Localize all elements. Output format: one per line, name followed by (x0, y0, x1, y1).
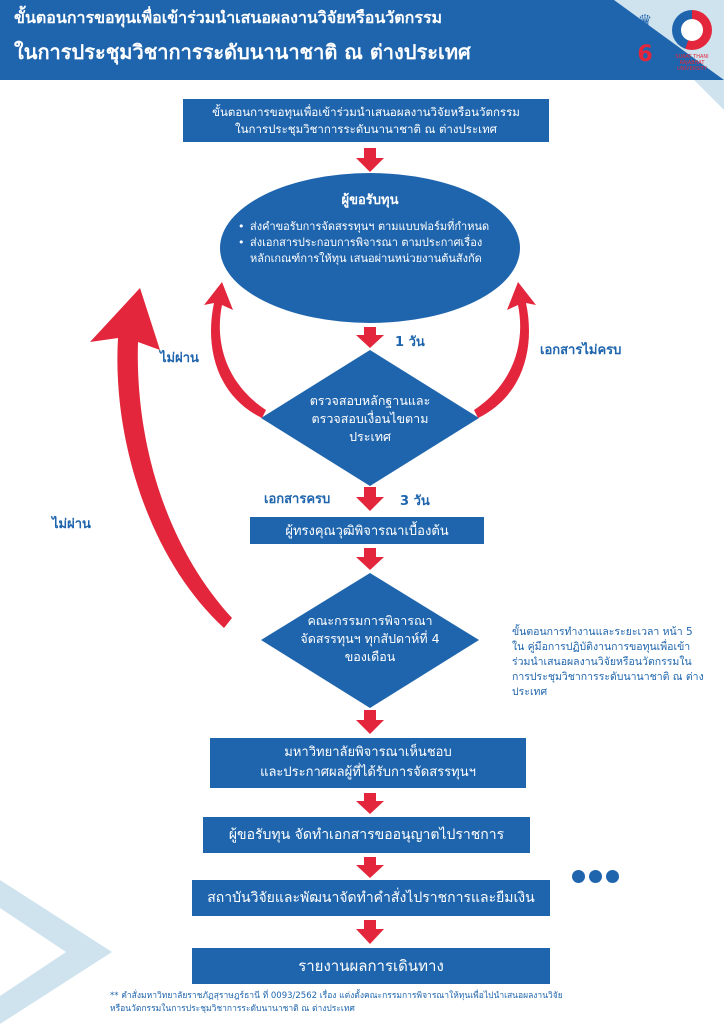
corner-decoration-top-right (694, 80, 724, 110)
university-ring-logo: SURAT THANI RAJABHAT UNIVERSITY (668, 10, 716, 74)
down-arrow-1 (356, 148, 384, 172)
applicant-list: ส่งคำขอรับการจัดสรรทุนฯ ตามแบบฟอร์มที่กำ… (236, 219, 516, 267)
manual-reference-note: ขั้นตอนการทำงานและระยะเวลา หน้า 5 ใน คู่… (512, 625, 717, 700)
step-expert-review: ผู้ทรงคุณวุฒิพิจารณาเบื้องต้น (250, 517, 484, 544)
committee-line-1: คณะกรรมการพิจารณา (307, 613, 433, 628)
label-fail-inner: ไม่ผ่าน (160, 351, 199, 366)
down-arrow-6 (356, 793, 384, 814)
expert-label: ผู้ทรงคุณวุฒิพิจารณาเบื้องต้น (285, 524, 449, 539)
down-arrow-2 (356, 327, 384, 348)
header-banner: ขั้นตอนการขอทุนเพื่อเข้าร่วมนำเสนอผลงานว… (0, 0, 724, 80)
permission-label: ผู้ขอรับทุน จัดทำเอกสารขออนุญาตไปราชการ (228, 827, 505, 843)
check-diamond (261, 350, 479, 486)
ring-icon (672, 10, 712, 50)
university-line-2: และประกาศผลผู้ที่ได้รับการจัดสรรทุนฯ (260, 765, 476, 780)
step1-line-1: ขั้นตอนการขอทุนเพื่อเข้าร่วมนำเสนอผลงานว… (212, 104, 520, 119)
down-arrow-8 (356, 920, 384, 944)
note-line-3: ร่วมนำเสนอผลงานวิจัยหรือนวัตกรรมใน (512, 656, 692, 668)
note-line-5: ประเทศ (512, 686, 548, 698)
step-application-process: ขั้นตอนการขอทุนเพื่อเข้าร่วมนำเสนอผลงานว… (183, 99, 549, 142)
curved-arrow-fail-inner (204, 282, 266, 418)
applicant-item-2: ส่งเอกสารประกอบการพิจารณา ตามประกาศเรื่อ… (236, 235, 516, 251)
committee-diamond (261, 573, 479, 708)
applicant-item-3: หลักเกณฑ์การให้ทุน เสนอผ่านหน่วยงานต้นสั… (250, 252, 482, 265)
applicant-ellipse: ผู้ขอรับทุน ส่งคำขอรับการจัดสรรทุนฯ ตามแ… (220, 173, 520, 323)
curved-arrow-docs-incomplete (474, 282, 536, 418)
step-university-approval: มหาวิทยาลัยพิจารณาเห็นชอบ และประกาศผลผู้… (210, 738, 526, 788)
down-arrow-3 (356, 487, 384, 511)
university-emblem-logo: ♛ มรส. 6 (628, 12, 662, 70)
committee-diamond-text: คณะกรรมการพิจารณา จัดสรรทุนฯ ทุกสัปดาห์ท… (285, 612, 455, 666)
curved-arrow-fail-outer (90, 288, 232, 628)
logo-left-number: 6 (637, 42, 653, 67)
applicant-title: ผู้ขอรับทุน (341, 193, 399, 208)
check-line-2: ตรวจสอบเงื่อนไขตาม (311, 411, 429, 426)
footnote-line-2: หรือนวัตกรรมในการประชุมวิชาการระดับนานาช… (110, 1004, 355, 1014)
dot-3 (606, 870, 619, 883)
committee-line-2: จัดสรรทุนฯ ทุกสัปดาห์ที่ 4 (300, 631, 440, 646)
logos: ♛ มรส. 6 SURAT THANI RAJABHAT UNIVERSITY (622, 10, 718, 74)
footnote-line-1: ** คำสั่งมหาวิทยาลัยราชภัฏสุราษฎร์ธานี ท… (110, 991, 563, 1001)
institute-label: สถาบันวิจัยและพัฒนาจัดทำคำสั่งไปราชการแล… (207, 890, 535, 906)
check-line-1: ตรวจสอบหลักฐานและ (309, 393, 431, 408)
logo-right-caption: SURAT THANI RAJABHAT UNIVERSITY (675, 54, 709, 72)
check-diamond-text: ตรวจสอบหลักฐานและ ตรวจสอบเงื่อนไขตาม ประ… (290, 392, 450, 446)
note-line-2: ใน คู่มือการปฏิบัติงานการขอทุนเพื่อเข้า (512, 641, 691, 653)
label-three-days: 3 วัน (400, 494, 430, 509)
page-title-line-1: ขั้นตอนการขอทุนเพื่อเข้าร่วมนำเสนอผลงานว… (14, 8, 443, 27)
label-fail-outer: ไม่ผ่าน (52, 517, 91, 532)
dot-1 (572, 870, 585, 883)
applicant-item-1: ส่งคำขอรับการจัดสรรทุนฯ ตามแบบฟอร์มที่กำ… (236, 219, 516, 235)
step-travel-report: รายงานผลการเดินทาง (192, 948, 550, 984)
committee-line-3: ของเดือน (344, 649, 396, 664)
logo-left-text: มรส. (635, 33, 655, 43)
label-docs-complete: เอกสารครบ (264, 492, 331, 507)
note-line-1: ขั้นตอนการทำงานและระยะเวลา หน้า 5 (512, 626, 693, 638)
university-line-1: มหาวิทยาลัยพิจารณาเห็นชอบ (284, 745, 452, 760)
corner-decoration-bottom-left-cutout (0, 908, 66, 996)
down-arrow-5 (356, 710, 384, 734)
dot-2 (589, 870, 602, 883)
footnote: ** คำสั่งมหาวิทยาลัยราชภัฏสุราษฎร์ธานี ท… (110, 990, 720, 1016)
label-one-day: 1 วัน (395, 335, 425, 350)
report-label: รายงานผลการเดินทาง (298, 957, 444, 975)
step-institute-order: สถาบันวิจัยและพัฒนาจัดทำคำสั่งไปราชการแล… (192, 880, 550, 916)
label-docs-incomplete: เอกสารไม่ครบ (540, 343, 622, 358)
step1-line-2: ในการประชุมวิชาการระดับนานาชาติ ณ ต่างปร… (235, 121, 497, 136)
page-title-line-2: ในการประชุมวิชาการระดับนานาชาติ ณ ต่างปร… (14, 40, 471, 64)
ellipsis-dots-icon (572, 868, 623, 887)
down-arrow-4 (356, 548, 384, 570)
check-line-3: ประเทศ (349, 429, 391, 444)
crown-icon: ♛ (637, 11, 653, 30)
down-arrow-7 (356, 857, 384, 878)
note-line-4: การประชุมวิชาการระดับนานาชาติ ณ ต่าง (512, 671, 704, 683)
step-permission-document: ผู้ขอรับทุน จัดทำเอกสารขออนุญาตไปราชการ (203, 817, 530, 853)
